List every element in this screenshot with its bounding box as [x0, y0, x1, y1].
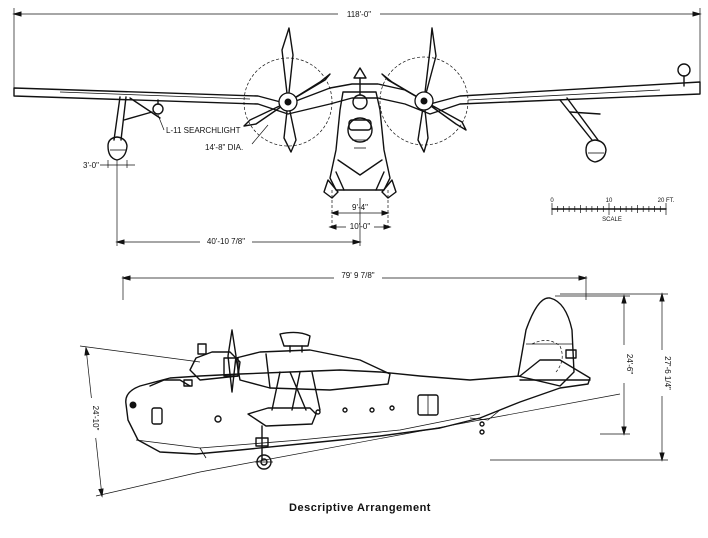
span-dimension: 118'-0": [12, 8, 702, 95]
tail: [517, 297, 591, 387]
searchlight-label: L-11 SEARCHLIGHT: [166, 126, 241, 135]
front-view: 118'-0" L-11 SEARCHLIGHT: [12, 8, 702, 246]
scale-tick-20: 20 FT.: [658, 198, 675, 204]
float-offset-label: 40'-10 7/8": [207, 237, 245, 246]
hull-side: [125, 359, 591, 459]
searchlight: L-11 SEARCHLIGHT: [152, 99, 241, 135]
tail-height-label: 24'-6": [625, 354, 634, 375]
scale-tick-10: 10: [606, 198, 613, 204]
prop-diameter-label: 14'-8" DIA.: [205, 143, 243, 152]
total-height-label: 27'-6 1/4": [663, 356, 672, 390]
caption: Descriptive Arrangement: [289, 502, 431, 514]
right-propeller: [379, 27, 469, 153]
scale-tick-0: 0: [550, 198, 554, 204]
beaching-gear: [255, 425, 273, 470]
length-dimension: 79' 9 7/8": [121, 268, 588, 300]
float-width-label: 3'-0": [83, 161, 99, 170]
side-dimensions: 24'-6" 27'-6 1/4" 24'-10": [79, 292, 672, 498]
length-label: 79' 9 7/8": [341, 271, 374, 280]
front-dimensions: 3'-0" 9'-4" 10'-0" 40'-10 7/8": [83, 160, 392, 246]
scale-bar: 0 10 20 FT. SCALE: [550, 198, 674, 223]
left-float: [107, 96, 161, 161]
bow-height-label: 24'-10": [91, 406, 100, 431]
prop-diameter-callout: 14'-8" DIA.: [205, 124, 269, 152]
gull-wing: [13, 81, 701, 115]
side-view: 79' 9 7/8": [79, 268, 672, 498]
right-float: [559, 97, 607, 163]
span-label: 118'-0": [347, 10, 371, 19]
scale-label: SCALE: [602, 217, 622, 223]
hull-front: [323, 67, 397, 228]
nacelle-and-wing: [189, 329, 391, 427]
wingtip-light-right: [677, 63, 691, 87]
left-propeller: [243, 27, 333, 153]
